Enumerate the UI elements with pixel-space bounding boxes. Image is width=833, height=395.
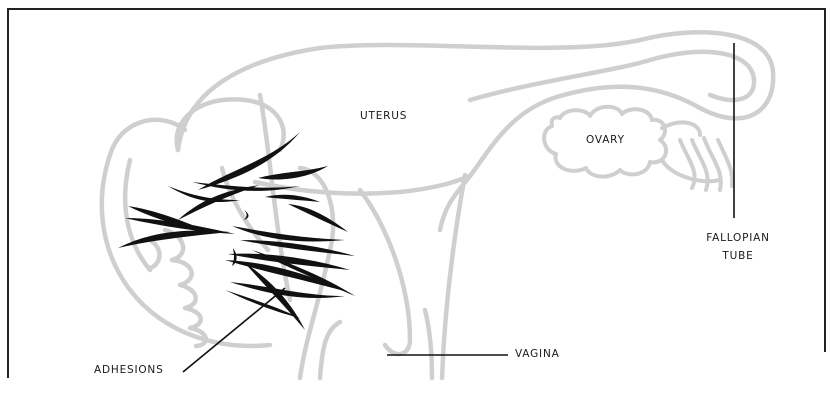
fallopian-tube-label-line-2: TUBE [700, 248, 776, 266]
fimbriae-right [662, 122, 732, 190]
ovary-label: OVARY [586, 132, 625, 150]
fallopian-tube-label-line-1: FALLOPIAN [700, 230, 776, 248]
adhesions-label: ADHESIONS [94, 362, 164, 380]
uterus-label: UTERUS [360, 108, 407, 126]
fallopian-tube-label: FALLOPIAN TUBE [700, 230, 776, 266]
frame-border [8, 9, 825, 378]
vagina-label: VAGINA [515, 346, 560, 364]
